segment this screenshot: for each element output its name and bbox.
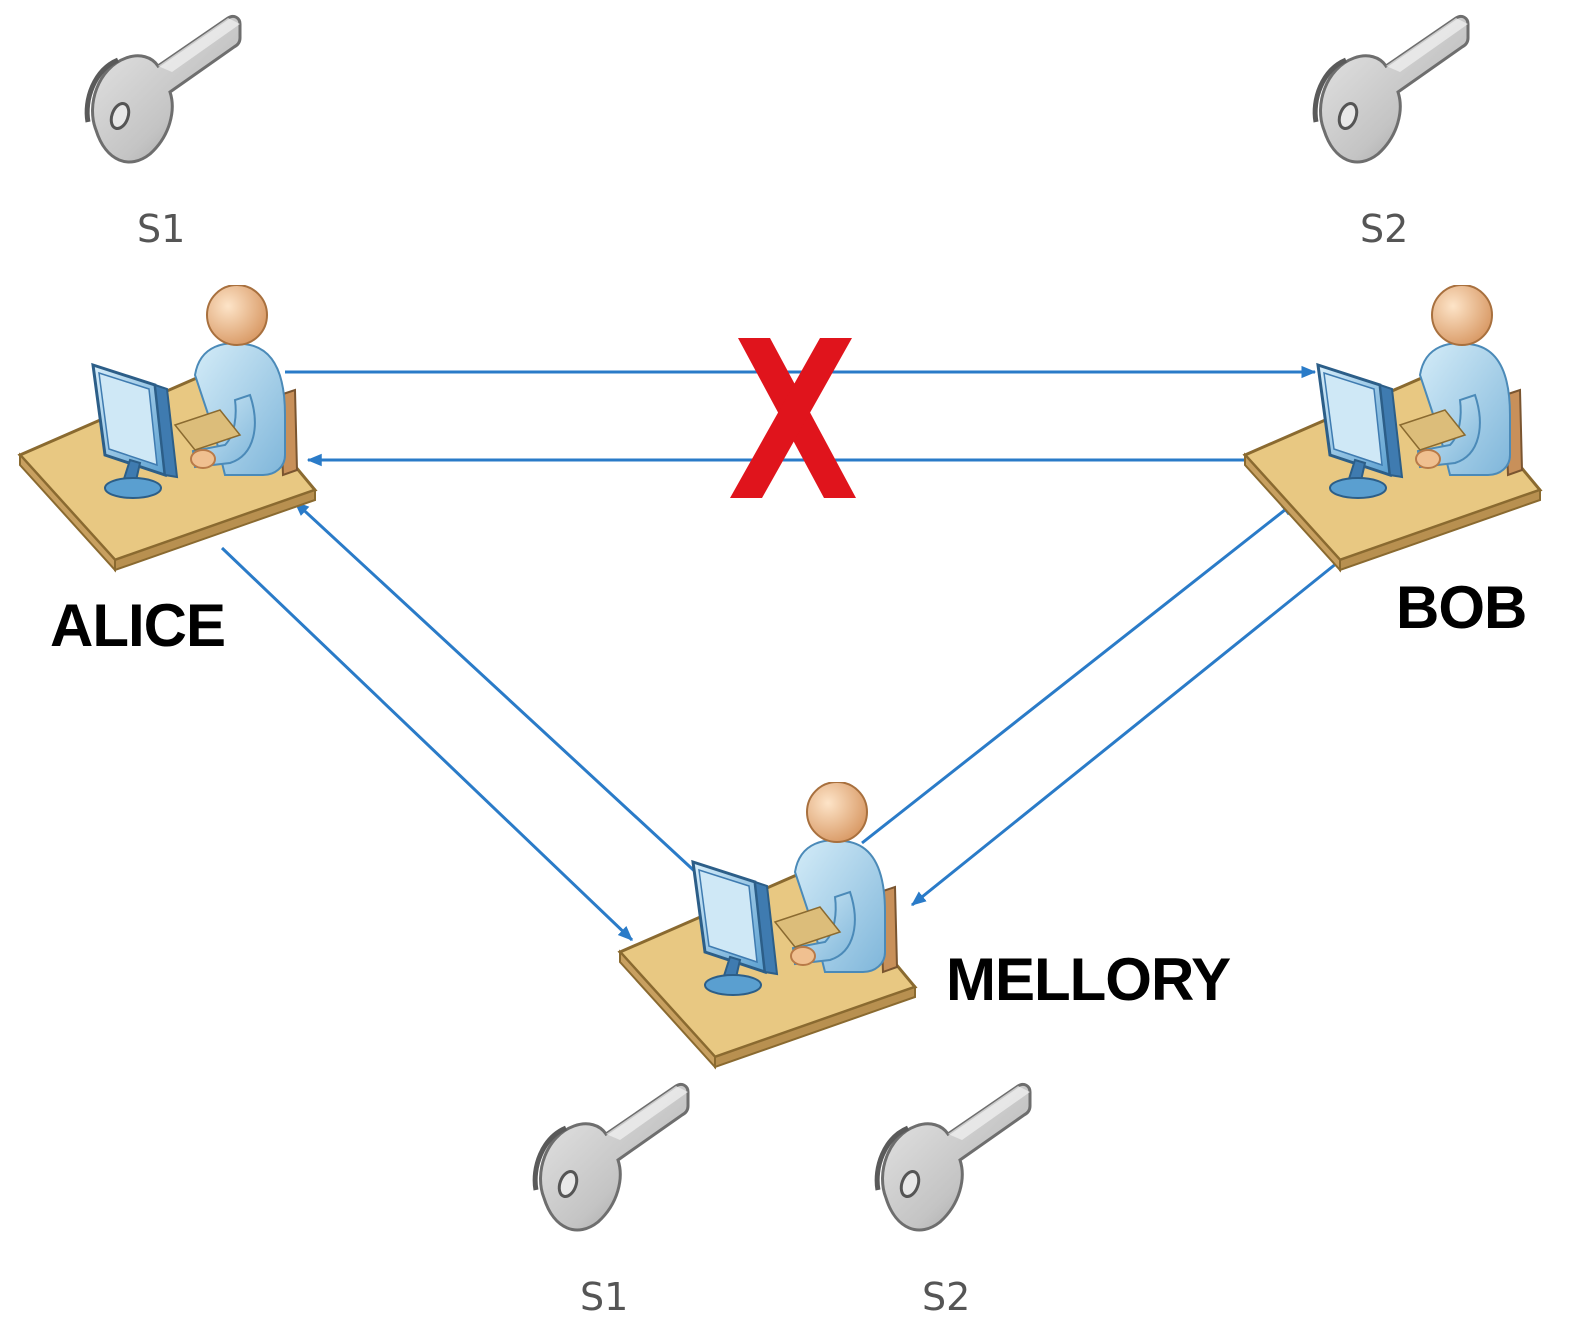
arrow-bob-to-mellory bbox=[911, 536, 1369, 907]
alice-key-label: S1 bbox=[137, 207, 185, 251]
mellory-workstation-icon bbox=[618, 782, 917, 1069]
alice-label: ALICE bbox=[50, 592, 225, 659]
bob-key-label: S2 bbox=[1360, 207, 1408, 251]
mellory-label: MELLORY bbox=[946, 946, 1231, 1013]
arrow-mellory-to-alice bbox=[293, 500, 704, 880]
arrow-alice-to-mellory bbox=[220, 546, 634, 942]
alice-workstation-icon bbox=[18, 285, 317, 572]
arrow-mellory-to-bob bbox=[861, 500, 1296, 845]
mellory-key-1-label: S1 bbox=[580, 1275, 628, 1319]
key-icon bbox=[87, 16, 240, 162]
cross-mark-icon bbox=[730, 338, 856, 498]
mellory-key-2-label: S2 bbox=[922, 1275, 970, 1319]
connections bbox=[220, 365, 1369, 942]
key-icon bbox=[535, 1084, 688, 1230]
key-icon bbox=[877, 1084, 1030, 1230]
bob-label: BOB bbox=[1396, 574, 1526, 641]
bob-workstation-icon bbox=[1243, 285, 1542, 572]
key-icon bbox=[1315, 16, 1468, 162]
